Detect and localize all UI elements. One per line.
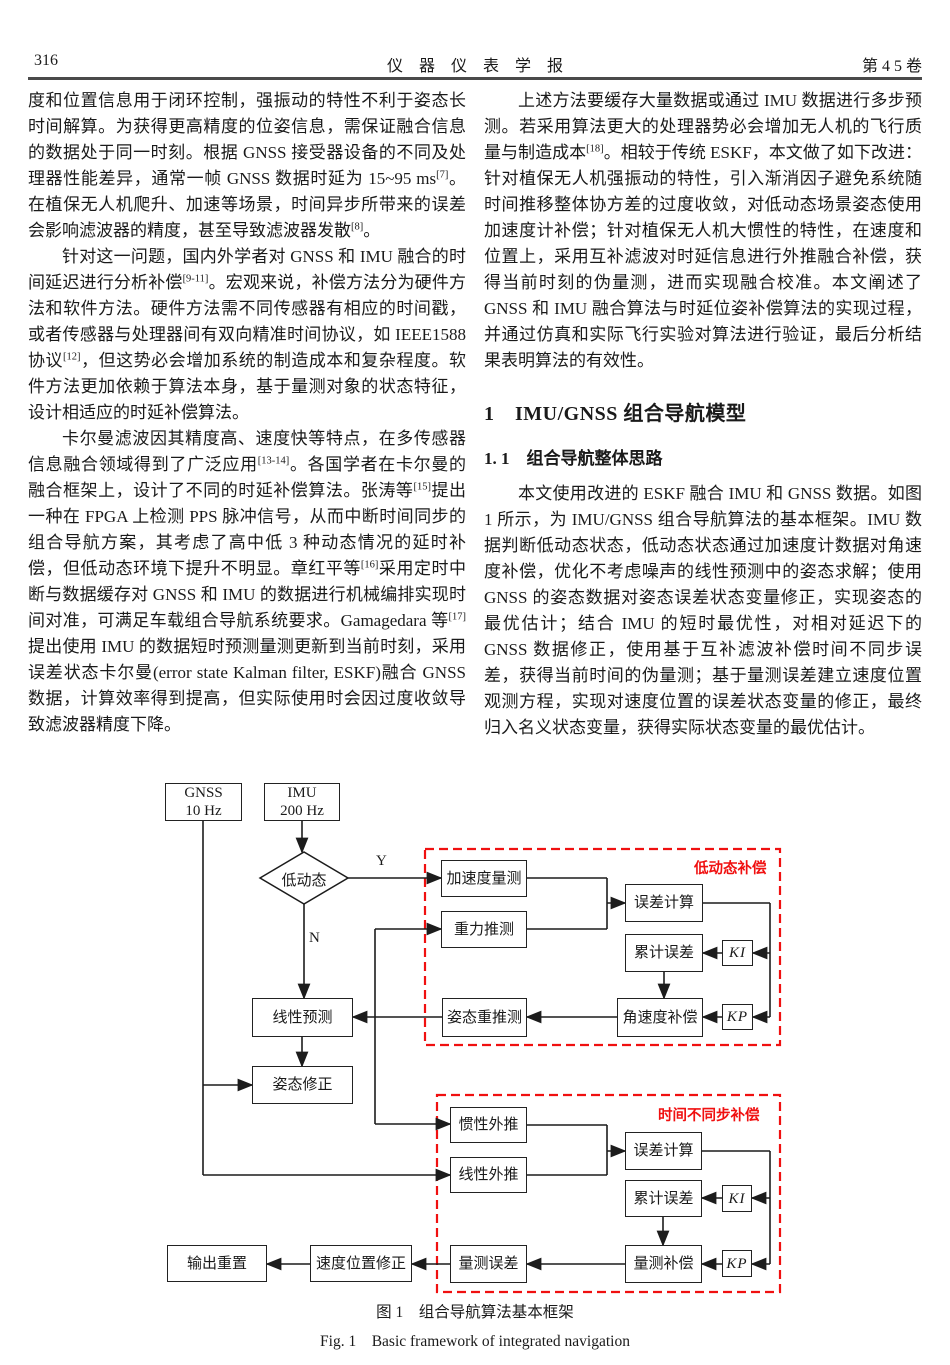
inertial-extrapolation-label: 惯性外推 — [458, 1117, 519, 1133]
attitude-reestimation: 姿态重推测 — [442, 998, 527, 1037]
low-dynamic-decision: 低动态 — [281, 873, 327, 889]
measurement-error-label: 量测误差 — [458, 1256, 519, 1272]
citation-ref: [12] — [63, 351, 81, 363]
time-async-compensation-group — [435, 1093, 782, 1294]
branch-yes: Y — [376, 853, 387, 869]
output-reset-label: 输出重置 — [186, 1255, 247, 1272]
gnss-source-label: 10 Hz — [185, 803, 222, 819]
angular-rate-compensation-label: 角速度补偿 — [622, 1009, 698, 1026]
gnss-source: GNSS 10 Hz — [165, 783, 242, 821]
error-calc-1: 误差计算 — [625, 884, 703, 922]
gain-ki-2: KI — [722, 1185, 752, 1212]
gravity-estimation-label: 重力推测 — [453, 921, 514, 938]
time-async-compensation-group-label: 时间不同步补偿 — [658, 1108, 760, 1124]
gain-ki-1-label: KI — [729, 945, 746, 961]
citation-ref: [9-11] — [182, 273, 209, 285]
citation-ref: [17] — [448, 611, 467, 623]
acceleration-measurement: 加速度量测 — [441, 860, 527, 897]
error-calc-2: 误差计算 — [625, 1132, 702, 1170]
error-calc-2-label: 误差计算 — [633, 1143, 694, 1159]
velocity-position-correction: 速度位置修正 — [310, 1245, 412, 1282]
gain-kp-1-label: KP — [726, 1009, 749, 1025]
left-column: 度和位置信息用于闭环控制，强振动的特性不利于姿态长时间解算。为获得更高精度的位姿… — [28, 88, 466, 738]
accumulated-error-2-label: 累计误差 — [633, 1190, 694, 1207]
figure-caption-zh: 图 1 组合导航算法基本框架 — [376, 1304, 574, 1321]
paragraph: 度和位置信息用于闭环控制，强振动的特性不利于姿态长时间解算。为获得更高精度的位姿… — [28, 91, 467, 240]
imu-source: IMU 200 Hz — [264, 783, 340, 821]
page-number: 316 — [34, 52, 58, 69]
attitude-correction-label: 姿态修正 — [272, 1077, 333, 1093]
citation-ref: [8] — [351, 221, 364, 233]
low-dynamic-compensation-group — [423, 847, 782, 1047]
paragraph: 上述方法要缓存大量数据或通过 IMU 数据进行多步预测。若采用算法更大的处理器势… — [484, 91, 922, 370]
acceleration-measurement-label: 加速度量测 — [446, 870, 522, 887]
output-reset: 输出重置 — [167, 1245, 267, 1282]
right-column: 上述方法要缓存大量数据或通过 IMU 数据进行多步预测。若采用算法更大的处理器势… — [484, 88, 922, 741]
page-header: 316 仪 器 仪 表 学 报 第 4 5 卷 — [28, 52, 922, 76]
attitude-reestimation-label: 姿态重推测 — [446, 1009, 522, 1026]
velocity-position-correction-label: 速度位置修正 — [315, 1255, 406, 1272]
accumulated-error-2: 累计误差 — [625, 1180, 702, 1217]
attitude-correction: 姿态修正 — [252, 1066, 353, 1104]
subsection-heading: 1. 1 组合导航整体思路 — [484, 449, 663, 468]
imu-source-label: 200 Hz — [280, 803, 324, 819]
paragraph: 卡尔曼滤波因其精度高、速度快等特点，在多传感器信息融合领域得到了广泛应用[13-… — [28, 429, 467, 734]
flowchart-canvas — [202, 821, 782, 1294]
inertial-extrapolation: 惯性外推 — [450, 1107, 527, 1143]
paragraph: 针对这一问题，国内外学者对 GNSS 和 IMU 融合的时间延迟进行分析补偿[9… — [28, 247, 467, 422]
accumulated-error-1: 累计误差 — [625, 934, 703, 972]
low-dynamic-decision-shape — [258, 851, 350, 905]
section-heading: 1 IMU/GNSS 组合导航模型 — [484, 403, 747, 425]
paragraph: 本文使用改进的 ESKF 融合 IMU 和 GNSS 数据。如图 1 所示，为 … — [484, 484, 922, 737]
error-calc-1-label: 误差计算 — [633, 895, 694, 911]
gnss-source-label: GNSS — [184, 785, 223, 801]
citation-ref: [18] — [586, 143, 604, 155]
gain-ki-2-label: KI — [728, 1190, 746, 1207]
linear-prediction: 线性预测 — [252, 998, 353, 1037]
header-rule — [28, 77, 922, 80]
measurement-compensation-label: 量测补偿 — [633, 1256, 694, 1272]
linear-prediction-label: 线性预测 — [272, 1009, 333, 1026]
gain-kp-2-label: KP — [726, 1255, 748, 1272]
citation-ref: [16] — [360, 559, 379, 571]
linear-extrapolation-label: 线性外推 — [458, 1167, 519, 1183]
citation-ref: [13-14] — [257, 455, 290, 467]
accumulated-error-1-label: 累计误差 — [633, 945, 694, 961]
gravity-estimation: 重力推测 — [441, 911, 527, 948]
journal-title: 仪 器 仪 表 学 报 — [386, 58, 563, 75]
low-dynamic-compensation-group-label: 低动态补偿 — [694, 861, 767, 877]
gain-kp-2: KP — [722, 1250, 752, 1277]
gain-ki-1: KI — [722, 940, 753, 966]
measurement-error: 量测误差 — [450, 1245, 527, 1283]
measurement-compensation: 量测补偿 — [625, 1245, 702, 1283]
citation-ref: [7] — [436, 169, 449, 181]
linear-extrapolation: 线性外推 — [450, 1157, 527, 1193]
imu-source-label: IMU — [287, 785, 317, 801]
angular-rate-compensation: 角速度补偿 — [617, 998, 703, 1037]
figure-caption-en: Fig. 1 Basic framework of integrated nav… — [320, 1333, 630, 1350]
gain-kp-1: KP — [722, 1004, 753, 1030]
branch-no: N — [309, 930, 320, 946]
citation-ref: [15] — [413, 481, 431, 493]
volume-label: 第 4 5 卷 — [861, 58, 922, 75]
